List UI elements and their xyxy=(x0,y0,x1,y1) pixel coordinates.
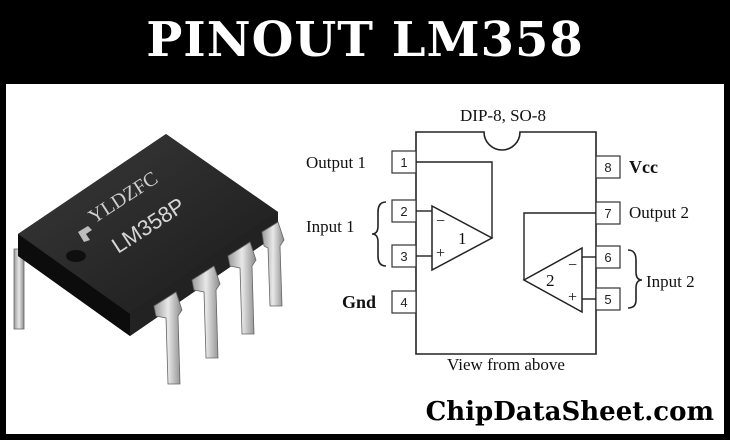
footer-brand: ChipDataSheet.com xyxy=(426,397,714,427)
input-2-label: Input 2 xyxy=(646,272,695,291)
pin-7-label: Output 2 xyxy=(629,203,689,222)
pinout-illustration: YLDZFC LM358P DIP-8, SO-8 1 2 3 4 xyxy=(13,106,714,427)
pin-1-number: 1 xyxy=(400,155,407,170)
pin-4-number: 4 xyxy=(400,295,407,310)
opamp-2: − + 2 xyxy=(522,212,596,314)
pin-8-label: Vcc xyxy=(629,157,658,177)
opamp-1-plus: + xyxy=(436,245,445,262)
opamp-1-triangle xyxy=(431,204,494,272)
opamp-1: − + 1 xyxy=(416,161,494,272)
pin-6-number: 6 xyxy=(604,250,611,265)
pin-2-number: 2 xyxy=(400,204,407,219)
opamp-2-id: 2 xyxy=(546,271,555,290)
pin-1-label: Output 1 xyxy=(306,153,366,172)
left-pins: 1 2 3 4 xyxy=(391,150,417,314)
title-bar: PINOUT LM358 xyxy=(0,0,730,80)
opamp-2-output-wire xyxy=(523,212,596,280)
input-1-brace-icon xyxy=(371,201,387,267)
pin1-notch xyxy=(66,250,86,262)
chip-back-legs xyxy=(13,248,25,330)
input-1-label: Input 1 xyxy=(306,217,355,236)
pinout-diagram: DIP-8, SO-8 1 2 3 4 xyxy=(306,106,695,374)
chip-outline xyxy=(415,131,597,355)
chip-front-legs xyxy=(153,221,285,385)
pin-3-number: 3 xyxy=(400,249,407,264)
opamp-2-plus: + xyxy=(568,289,577,306)
chip-top xyxy=(18,134,278,314)
pin-5-number: 5 xyxy=(604,292,611,307)
pin-8 xyxy=(595,155,621,179)
input-2-brace-icon xyxy=(627,249,643,309)
dip8-chip-image: YLDZFC LM358P xyxy=(13,134,285,385)
opamp-1-output-wire xyxy=(416,161,493,238)
opamp-1-minus: − xyxy=(436,213,445,230)
pin-7-number: 7 xyxy=(604,206,611,221)
right-pins: 8 7 6 5 xyxy=(595,155,621,311)
pin-8-number: 8 xyxy=(604,160,611,175)
pin-4 xyxy=(391,290,417,314)
pin-4-label: Gnd xyxy=(342,292,376,312)
opamp-2-triangle xyxy=(522,246,583,314)
content-panel: YLDZFC LM358P DIP-8, SO-8 1 2 3 4 xyxy=(6,84,724,434)
page-title: PINOUT LM358 xyxy=(146,12,584,68)
manufacturer-logo-icon xyxy=(78,226,92,242)
opamp-1-id: 1 xyxy=(458,229,467,248)
package-label: DIP-8, SO-8 xyxy=(460,106,546,125)
view-label: View from above xyxy=(447,355,565,374)
opamp-2-minus: − xyxy=(568,257,577,274)
chip-side xyxy=(18,234,130,336)
